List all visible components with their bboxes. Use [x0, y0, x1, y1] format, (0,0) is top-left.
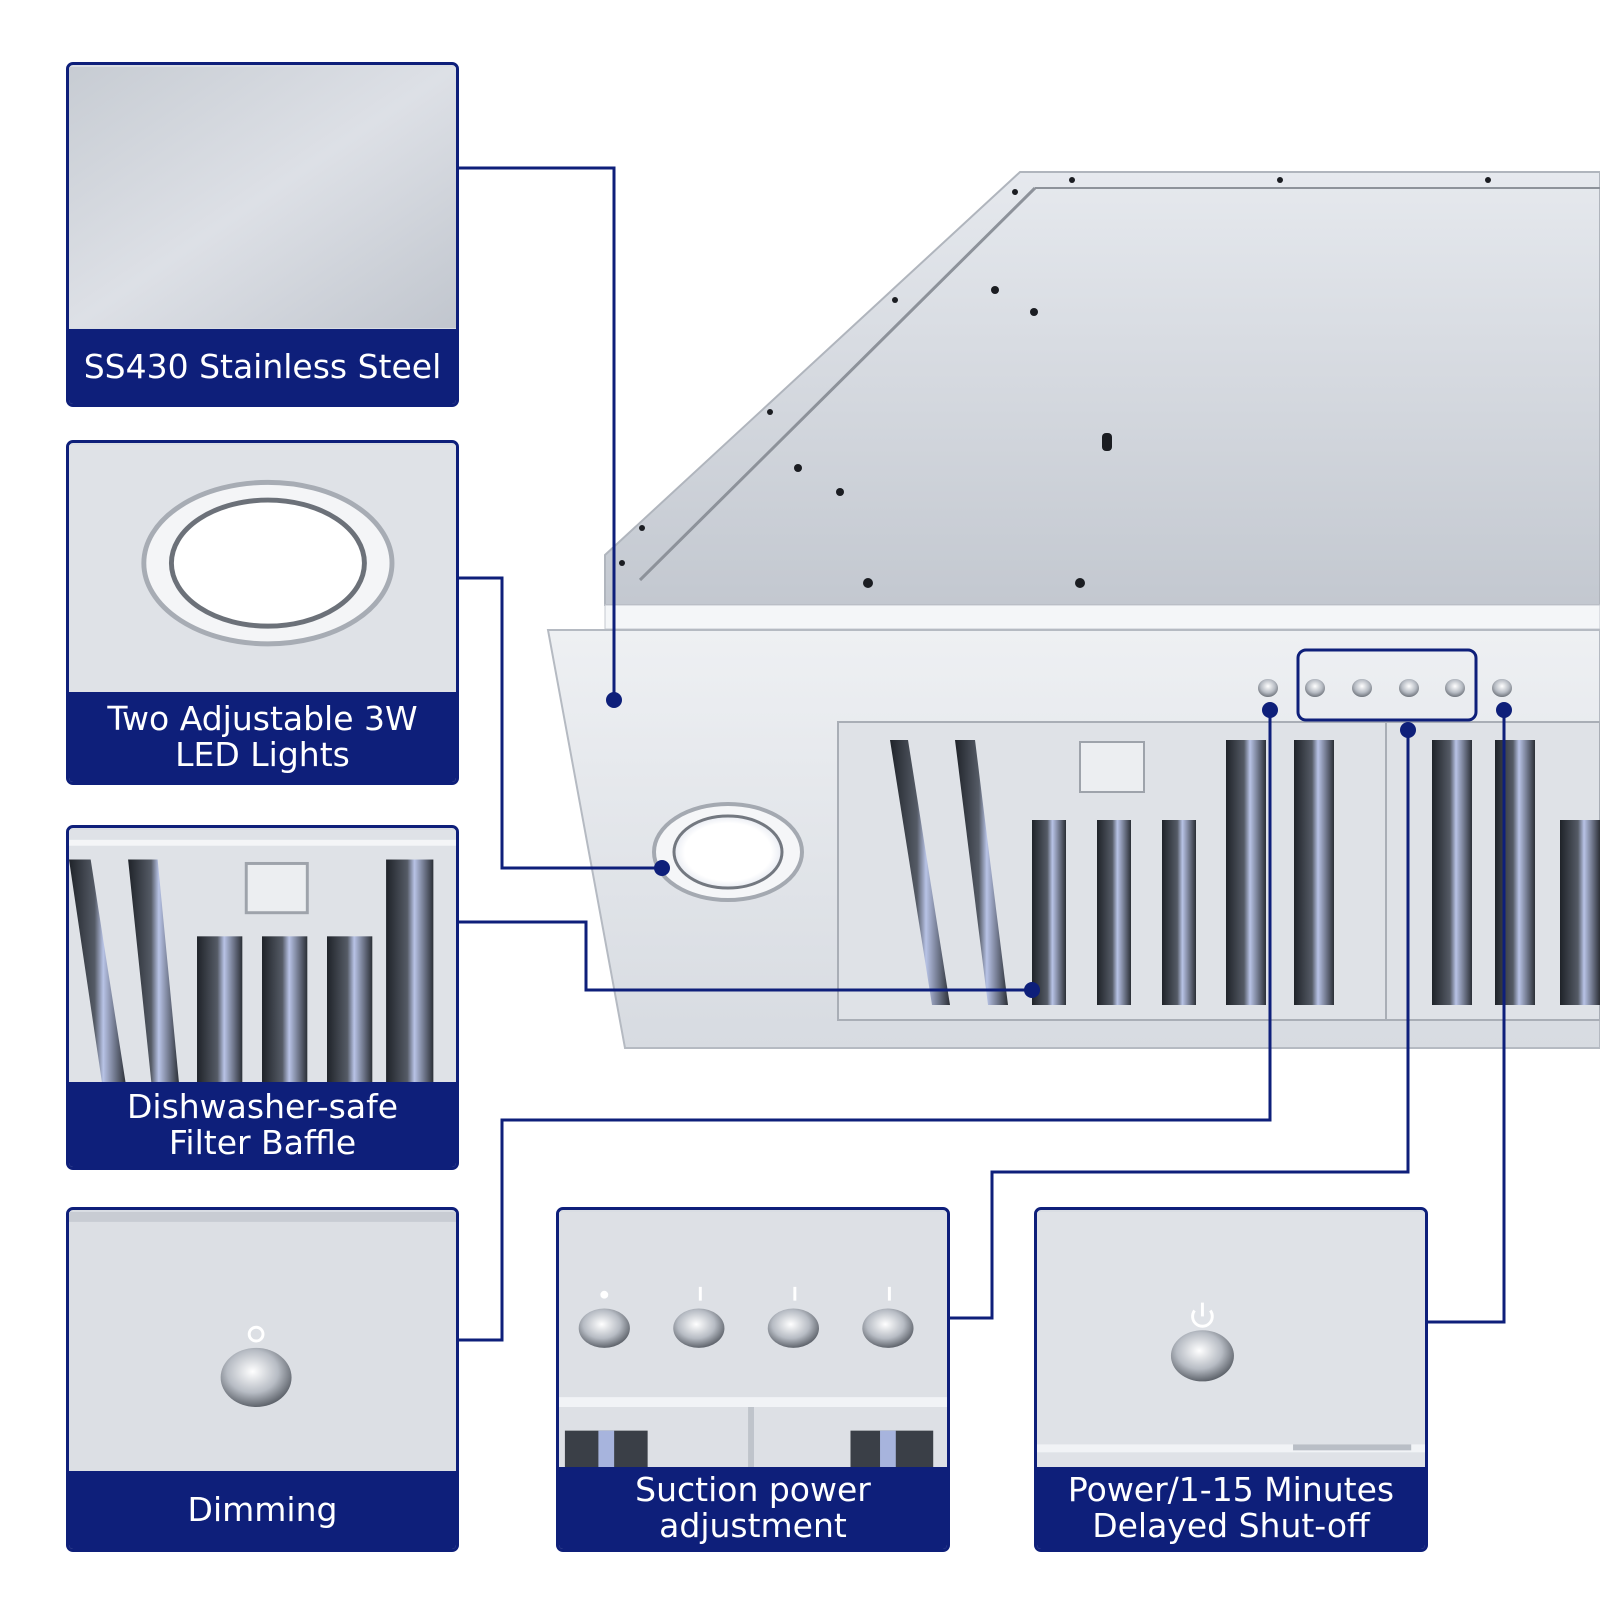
- stainless-steel-swatch: [69, 67, 456, 328]
- power-icon: [1191, 1302, 1214, 1328]
- led-light-closeup: [69, 444, 456, 697]
- feature-subtitle: LED Lights: [175, 735, 350, 774]
- control-knob-icon: [1352, 679, 1372, 697]
- feature-title: Two Adjustable 3W: [107, 699, 418, 738]
- suction-controls-highlight: [1296, 648, 1478, 722]
- suction-knobs-closeup: [559, 1212, 947, 1473]
- dimming-knob-closeup: [69, 1212, 456, 1473]
- feature-title: Dimming: [187, 1490, 338, 1529]
- mounting-holes: [619, 177, 1491, 588]
- control-knob-icon: [862, 1308, 914, 1348]
- feature-label: Two Adjustable 3W LED Lights: [69, 692, 456, 782]
- feature-card-suction: Suction power adjustment: [556, 1207, 950, 1552]
- feature-label: SS430 Stainless Steel: [69, 329, 456, 404]
- feature-label: Suction power adjustment: [559, 1467, 947, 1549]
- power-knob-closeup: [1037, 1212, 1425, 1473]
- control-knob-icon: [1399, 679, 1419, 697]
- baffle-handle: [244, 861, 309, 915]
- feature-subtitle: Filter Baffle: [168, 1122, 357, 1162]
- feature-card-baffle: Dishwasher-safe Filter Baffle: [66, 825, 459, 1170]
- control-knob-icon: [1258, 679, 1278, 697]
- callout-lines: [458, 166, 1506, 1342]
- control-knob-icon: [1170, 1330, 1234, 1382]
- feature-card-led: Two Adjustable 3W LED Lights: [66, 440, 459, 785]
- feature-title: Suction power: [635, 1470, 871, 1509]
- feature-title: Dishwasher-safe: [126, 1086, 398, 1126]
- control-knobs: [1258, 679, 1512, 697]
- baffle-closeup: [69, 829, 456, 1087]
- hood-top-edge: [638, 186, 1037, 582]
- hood-front-strip: [604, 604, 1600, 630]
- led-light-icon: [652, 802, 804, 902]
- callout-dots: [606, 692, 1512, 998]
- feature-card-power: Power/1-15 Minutes Delayed Shut-off: [1034, 1207, 1428, 1552]
- feature-card-stainless: SS430 Stainless Steel: [66, 62, 459, 407]
- dimming-indicator-icon: [247, 1325, 265, 1343]
- feature-subtitle: Delayed Shut-off: [1092, 1506, 1370, 1545]
- feature-label: Dimming: [69, 1471, 456, 1549]
- hood-top-panel: [604, 171, 1600, 606]
- control-knob-icon: [1445, 679, 1465, 697]
- control-knob-icon: [578, 1308, 630, 1348]
- control-knob-icon: [1492, 679, 1512, 697]
- feature-subtitle: adjustment: [659, 1506, 847, 1545]
- feature-title: SS430 Stainless Steel: [83, 346, 442, 386]
- feature-title: Power/1-15 Minutes: [1067, 1470, 1395, 1509]
- control-knob-icon: [673, 1308, 725, 1348]
- baffle-handle: [1079, 741, 1145, 793]
- control-knob-icon: [220, 1347, 292, 1407]
- control-knob-icon: [767, 1308, 819, 1348]
- baffle-slots: [890, 740, 1600, 1005]
- feature-card-dimming: Dimming: [66, 1207, 459, 1552]
- feature-label: Power/1-15 Minutes Delayed Shut-off: [1037, 1467, 1425, 1549]
- control-knob-icon: [1305, 679, 1325, 697]
- feature-label: Dishwasher-safe Filter Baffle: [69, 1082, 456, 1167]
- led-light-icon: [141, 479, 395, 647]
